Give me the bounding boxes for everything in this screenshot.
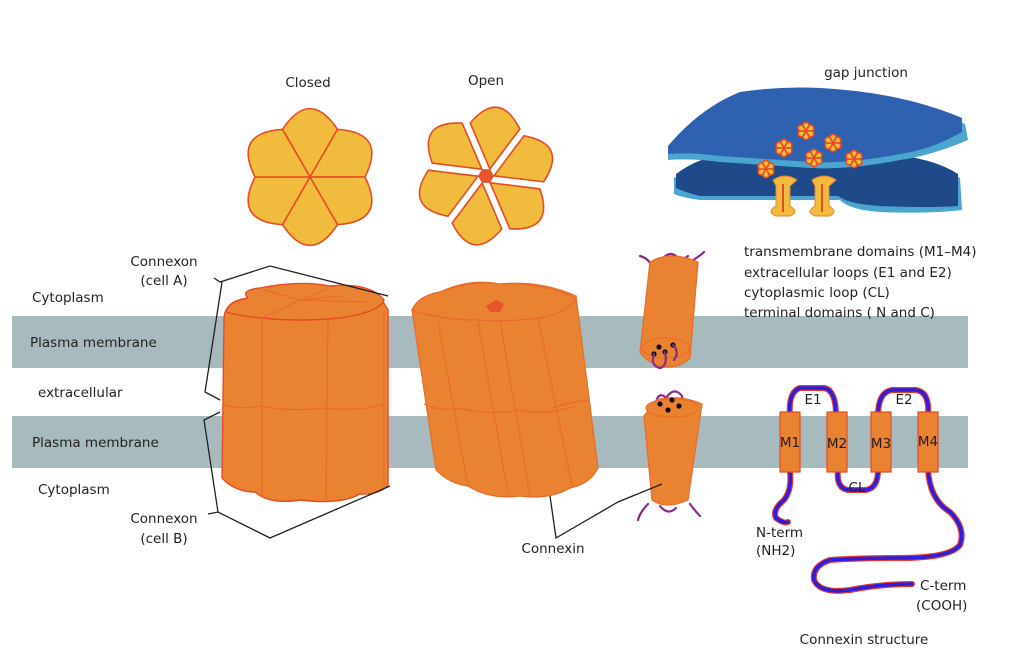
open-connexon-junction	[423, 403, 576, 414]
petal	[281, 175, 339, 247]
m3-label: M3	[871, 436, 891, 452]
plasma-membrane-bottom-label: Plasma membrane	[32, 435, 159, 451]
n-term-label-line1: N-term	[756, 525, 803, 541]
open-pore	[486, 300, 504, 312]
c-term-label-line2: (COOH)	[916, 598, 967, 614]
legend-item: terminal domains ( N and C)	[744, 305, 935, 321]
petal	[308, 176, 373, 226]
connexin-label: Connexin	[521, 541, 584, 557]
open-connexon-top-view	[418, 106, 554, 246]
extracellular-label: extracellular	[38, 385, 123, 401]
petal	[775, 141, 786, 149]
petal	[418, 169, 480, 218]
connexin-bottom	[636, 390, 703, 522]
segment-m1	[779, 411, 801, 473]
mini-connexon	[775, 138, 793, 158]
legend-item: cytoplasmic loop (CL)	[744, 285, 890, 301]
petal	[492, 134, 554, 183]
mini-connexon	[824, 133, 842, 153]
petal	[824, 136, 835, 144]
closed-connexon-top	[225, 282, 385, 321]
connexon-a-bracket	[204, 265, 389, 401]
petal	[451, 181, 503, 246]
e2-label: E2	[895, 392, 912, 408]
mini-connexon	[805, 148, 823, 168]
channel-left	[770, 175, 798, 217]
petal	[469, 106, 521, 171]
connexin-top	[638, 250, 706, 370]
gap-junction-illustration	[668, 87, 968, 217]
m4-label: M4	[918, 434, 938, 450]
connexon-b-label-line2: (cell B)	[140, 531, 187, 547]
upper-membrane	[668, 87, 962, 163]
petal	[797, 124, 808, 132]
mini-connexon	[757, 159, 775, 179]
m2-label: M2	[827, 436, 847, 452]
open-title: Open	[468, 73, 504, 89]
c-term-label-line1: C-term	[920, 578, 966, 594]
connexon-a-label-line2: (cell A)	[140, 273, 187, 289]
connexin-pointer	[549, 483, 663, 540]
legend-item: transmembrane domains (M1–M4)	[744, 244, 977, 260]
connexon-b-bracket	[203, 411, 391, 539]
petal	[247, 128, 312, 178]
petal	[281, 107, 339, 179]
petal	[308, 128, 373, 178]
petal	[845, 152, 856, 160]
cl-label: CL	[849, 480, 866, 496]
m1-label: M1	[780, 435, 800, 451]
closed-connexon-pair	[221, 282, 389, 503]
mini-connexon	[845, 149, 863, 169]
connexin-structure-caption: Connexin structure	[800, 632, 929, 648]
open-connexon-pair	[411, 281, 599, 498]
petal	[488, 181, 545, 230]
petal	[805, 151, 816, 159]
connexon-b-label-line1: Connexon	[130, 511, 197, 527]
polypeptide-chain	[773, 386, 964, 593]
closed-title: Closed	[285, 75, 330, 91]
closed-connexon-top-view	[247, 107, 373, 247]
petal	[757, 162, 768, 170]
connexon-a-label-line1: Connexon	[130, 254, 197, 270]
legend-item: extracellular loops (E1 and E2)	[744, 265, 952, 281]
closed-connexon-junction	[223, 403, 385, 411]
segment-m2	[826, 411, 848, 473]
n-term-label-line2: (NH2)	[756, 543, 795, 559]
domain-legend: transmembrane domains (M1–M4) extracellu…	[744, 244, 977, 321]
cytoplasm-top-label: Cytoplasm	[32, 290, 104, 306]
gap-junction-title: gap junction	[824, 65, 908, 81]
open-pore	[478, 169, 494, 183]
e1-label: E1	[804, 392, 821, 408]
connexin-bottom-body	[643, 397, 703, 506]
segment-m4	[917, 411, 939, 473]
cytoplasm-bottom-label: Cytoplasm	[38, 482, 110, 498]
mini-connexon	[797, 121, 815, 141]
segment-m3	[870, 411, 892, 473]
connexin-topology: M1 M2 M3 M4 E1 E2 CL N-term (NH2) C-term…	[756, 385, 967, 648]
plasma-membrane-top-label: Plasma membrane	[30, 335, 157, 351]
petal	[247, 176, 312, 226]
connexon-cluster	[757, 121, 863, 179]
channel-right	[809, 175, 837, 217]
petal	[427, 122, 484, 171]
